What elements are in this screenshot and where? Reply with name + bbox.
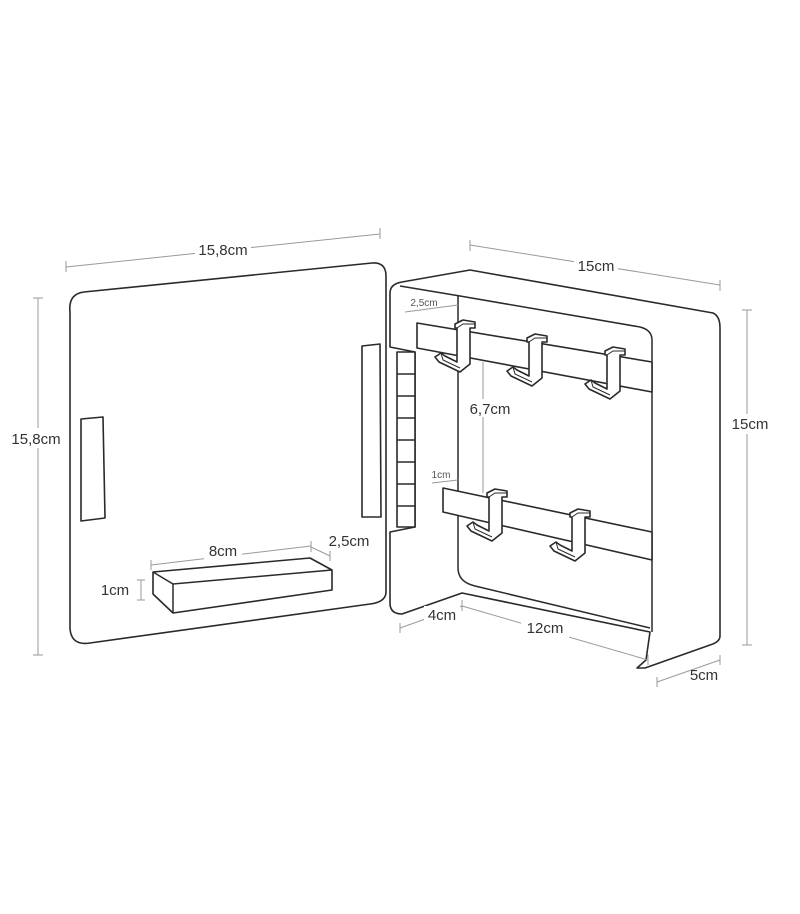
door-hinge-plate — [361, 343, 382, 518]
key-hook-icon — [506, 333, 548, 387]
door-handle — [80, 416, 106, 522]
key-hook-icon — [549, 508, 591, 562]
door — [68, 262, 387, 645]
tray-depth-label: 2,5cm — [329, 533, 370, 550]
key-hook-icon — [466, 488, 508, 542]
tray-height-label: 1cm — [101, 582, 129, 599]
bottom-left-label: 4cm — [428, 607, 456, 624]
cabinet — [389, 269, 721, 669]
hinge — [396, 351, 416, 528]
key-hook-icon — [584, 346, 626, 400]
rail-offset-label: 1cm — [432, 470, 451, 481]
door-height-label: 15,8cm — [11, 431, 60, 448]
cabinet-depth-label: 5cm — [690, 667, 718, 684]
key-hook-icon — [434, 319, 476, 373]
cabinet-width-label: 15cm — [578, 258, 615, 275]
hook-offset-label: 2,5cm — [410, 298, 437, 309]
rail-spacing-label: 6,7cm — [470, 401, 511, 418]
door-width-label: 15,8cm — [198, 242, 247, 259]
tray — [152, 557, 333, 614]
cabinet-height-label: 15cm — [732, 416, 769, 433]
dimension-labels: 15,8cm 15,8cm 15cm 15cm 8cm 2,5cm 1cm 2,… — [5, 240, 772, 684]
bottom-width-label: 12cm — [527, 620, 564, 637]
tray-length-label: 8cm — [209, 543, 237, 560]
